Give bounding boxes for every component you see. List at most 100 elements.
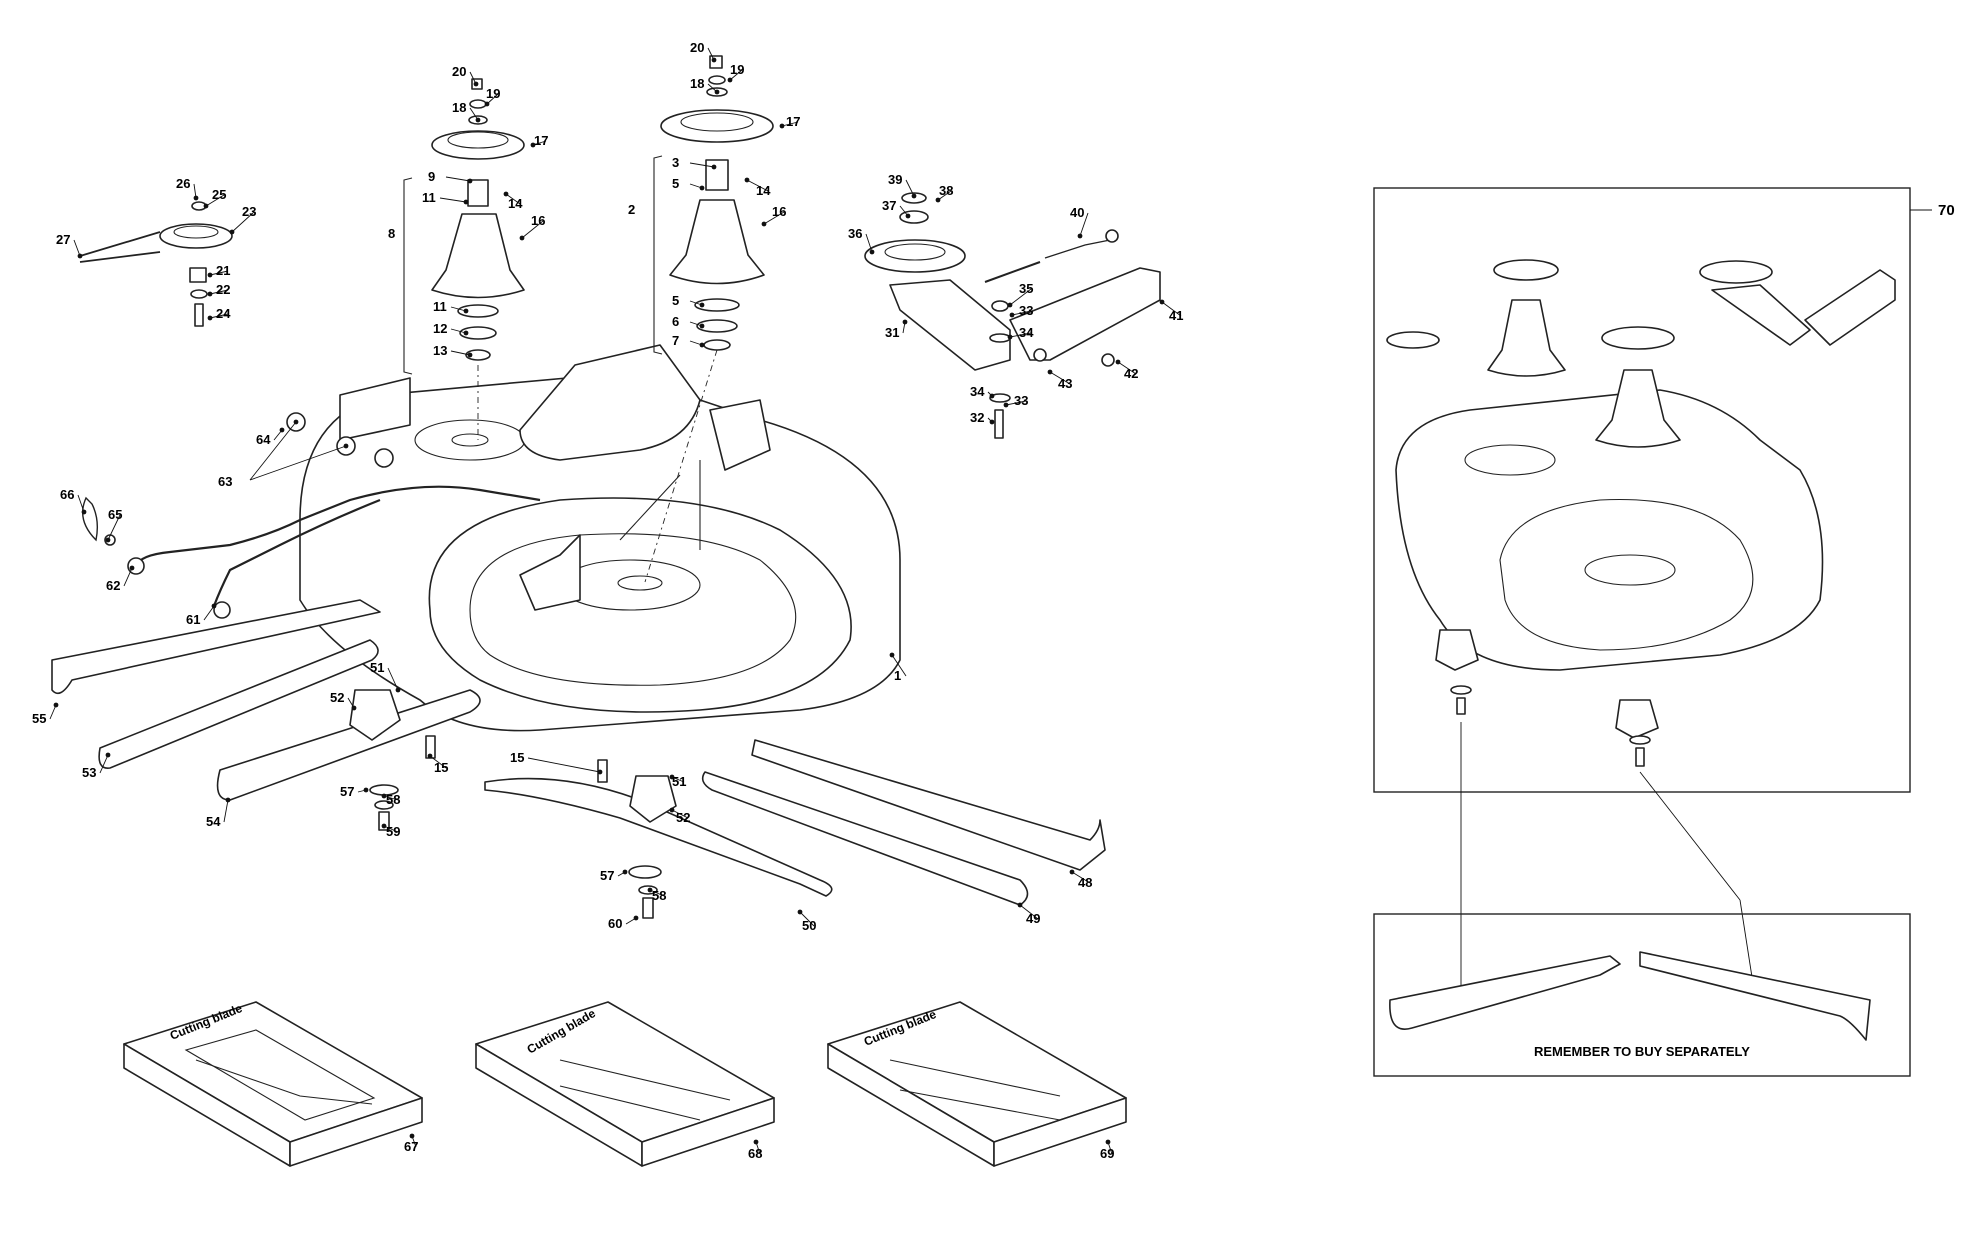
leader-dot <box>211 603 217 609</box>
callout-number: 16 <box>772 204 786 219</box>
leader-line <box>689 162 715 168</box>
callout-66: 66 <box>60 487 87 515</box>
blade-pack-69: Cutting blade <box>827 1001 1127 1167</box>
callout-41: 41 <box>1159 299 1183 323</box>
callout-number: 68 <box>748 1146 762 1161</box>
callout-61: 61 <box>186 603 217 627</box>
leader-dot <box>530 142 536 148</box>
callout-31: 31 <box>885 319 908 340</box>
callout-20: 20 <box>690 40 717 63</box>
callout-52: 52 <box>669 807 690 825</box>
callout-number: 19 <box>486 86 500 101</box>
leader-line <box>445 176 471 182</box>
callout-11: 11 <box>433 299 469 314</box>
callout-number: 52 <box>330 690 344 705</box>
callout-number: 13 <box>433 343 447 358</box>
callout-70: 70 <box>1938 202 1955 219</box>
callout-13: 13 <box>433 343 473 358</box>
callout-55: 55 <box>32 702 59 726</box>
callout-33: 33 <box>1009 303 1033 318</box>
callout-number: 15 <box>510 750 524 765</box>
callout-number: 31 <box>885 325 899 340</box>
leader-line <box>429 755 447 769</box>
leader-dot <box>669 774 675 780</box>
callout-number: 39 <box>888 172 902 187</box>
callout-number: 11 <box>433 299 447 314</box>
leader-dot <box>669 807 675 813</box>
leader-line <box>450 306 467 312</box>
leader-line <box>209 289 229 295</box>
callout-number: 57 <box>600 868 614 883</box>
leader-dot <box>463 308 469 314</box>
leader-line <box>77 494 85 513</box>
callout-58: 58 <box>381 792 400 807</box>
leader-dot <box>889 652 895 658</box>
callout-12: 12 <box>433 321 469 336</box>
leader-dot <box>989 393 995 399</box>
leader-dot <box>203 203 209 209</box>
leader-dot <box>467 352 473 358</box>
leader-line <box>99 754 109 774</box>
leader-dot <box>225 797 231 803</box>
callout-64: 64 <box>256 427 285 447</box>
callout-58: 58 <box>647 887 666 903</box>
leader-dot <box>503 191 509 197</box>
leader-dot <box>911 193 917 199</box>
callout-43: 43 <box>1047 369 1072 391</box>
callout-20: 20 <box>452 64 479 87</box>
buy-separately-note: REMEMBER TO BUY SEPARATELY <box>1534 1044 1750 1059</box>
leader-dot <box>467 178 473 184</box>
callout-number: 21 <box>216 263 230 278</box>
leader-dot <box>229 229 235 235</box>
callout-57: 57 <box>340 784 369 799</box>
leader-line <box>505 193 521 205</box>
callout-52: 52 <box>330 690 357 711</box>
leader-line <box>799 911 815 927</box>
callout-1: 1 <box>889 652 907 683</box>
callout-62: 62 <box>106 565 135 593</box>
leader-dot <box>207 291 213 297</box>
callout-39: 39 <box>888 172 917 199</box>
callout-21: 21 <box>207 263 230 278</box>
lift-linkage <box>82 412 541 619</box>
leader-dot <box>363 787 369 793</box>
callout-number: 12 <box>433 321 447 336</box>
leader-line <box>937 190 952 201</box>
callout-19: 19 <box>727 62 744 83</box>
callout-53: 53 <box>82 752 111 780</box>
callout-number: 58 <box>386 792 400 807</box>
callout-number: 55 <box>32 711 46 726</box>
leader-dot <box>1007 334 1013 340</box>
callout-number: 26 <box>176 176 190 191</box>
leader-line <box>469 107 479 121</box>
leader-dot <box>711 57 717 63</box>
callout-number: 18 <box>690 76 704 91</box>
leader-line <box>729 69 743 81</box>
leader-line <box>781 121 799 127</box>
leader-dot <box>484 101 490 107</box>
leader-dot <box>779 123 785 129</box>
callout-51: 51 <box>669 774 686 789</box>
callout-9: 9 <box>428 169 473 184</box>
callout-number: 69 <box>1100 1146 1114 1161</box>
callout-number: 34 <box>1019 325 1034 340</box>
blade-pack-67: Cutting blade <box>123 1001 423 1167</box>
leader-dot <box>207 272 213 278</box>
callout-5: 5 <box>672 176 705 191</box>
leader-line <box>1009 288 1032 306</box>
leader-line <box>450 350 471 356</box>
callout-number: 53 <box>82 765 96 780</box>
spindle-assembly-center <box>653 55 774 355</box>
leader-dot <box>1115 359 1121 365</box>
leader-dot <box>711 164 717 170</box>
leader-dot <box>902 319 908 325</box>
callout-number: 17 <box>534 133 548 148</box>
leader-line <box>891 654 907 677</box>
leader-dot <box>1159 299 1165 305</box>
callout-number: 35 <box>1019 281 1033 296</box>
leader-dot <box>381 793 387 799</box>
kit-box-70: 70 <box>1373 187 1955 991</box>
leader-dot <box>207 315 213 321</box>
leader-dot <box>105 537 111 543</box>
